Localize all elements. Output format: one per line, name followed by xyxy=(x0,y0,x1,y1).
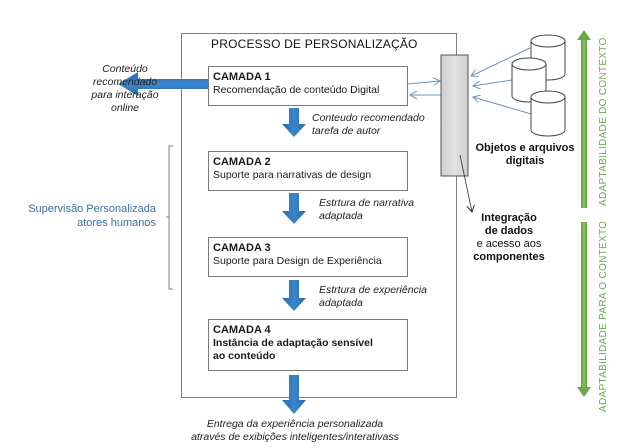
flow-label-3-line2: adaptada xyxy=(319,297,363,309)
left-output-arrow xyxy=(118,72,208,96)
connector-to-bar xyxy=(407,81,440,84)
supervision-label: Supervisão Personalizada atores humanos xyxy=(10,202,156,230)
output-label: Entrega da experiência personalizada atr… xyxy=(180,418,410,444)
flow-label-1-line2: tarefa de autor xyxy=(312,125,381,137)
axis-up-arrow xyxy=(577,30,591,208)
layer-2-title: CAMADA 2 xyxy=(213,156,271,168)
left-output-label: Conteúdo recomendado para interação onli… xyxy=(70,63,180,115)
flow-label-2: Estrtura de narrativa adaptada xyxy=(319,197,414,223)
flow-label-3: Estrtura de experiência adaptada xyxy=(319,284,427,310)
left-output-line2: recomendado xyxy=(92,76,158,88)
left-output-line4: online xyxy=(110,102,140,114)
left-output-line1: Conteúdo xyxy=(102,63,148,75)
database-icon-3 xyxy=(530,90,566,137)
layer-4-title: CAMADA 4 xyxy=(213,324,271,336)
layer-4-desc-line2: ao conteúdo xyxy=(213,350,276,362)
axis-top-label: ADAPTABILIDADE DO CONTEXTO xyxy=(598,37,609,206)
integration-line1: Integração xyxy=(481,212,537,224)
layer-3-desc: Suporte para Design de Experiência xyxy=(213,255,382,267)
output-label-line1: Entrega da experiência personalizada xyxy=(206,418,384,430)
flow-label-3-line1: Estrtura de experiência xyxy=(319,284,427,296)
frame-title: PROCESSO DE PERSONALIZAÇÃO xyxy=(211,37,418,51)
supervision-line1: Supervisão Personalizada xyxy=(28,203,156,215)
layer-1-title: CAMADA 1 xyxy=(213,71,271,83)
flow-arrow-1 xyxy=(282,108,306,137)
supervision-line2: atores humanos xyxy=(77,217,156,229)
layer-2-box: CAMADA 2 Suporte para narrativas de desi… xyxy=(208,151,408,191)
db-connector-3 xyxy=(473,97,532,115)
objects-label: Objetos e arquivos digitais xyxy=(470,142,580,168)
flow-arrow-output xyxy=(282,375,306,414)
layer-1-desc: Recomendação de conteúdo Digital xyxy=(213,84,380,96)
flow-label-1: Conteudo recomendado tarefa de autor xyxy=(312,112,425,138)
objects-line2: digitais xyxy=(505,155,545,167)
db-connector-1 xyxy=(471,47,531,76)
objects-line1: Objetos e arquivos xyxy=(475,142,575,154)
output-label-line2: através de exibições inteligentes/intera… xyxy=(191,431,399,443)
layer-3-title: CAMADA 3 xyxy=(213,242,271,254)
integration-line3: e acesso aos xyxy=(476,238,542,250)
integration-pointer xyxy=(459,154,472,212)
flow-label-2-line2: adaptada xyxy=(319,210,363,222)
layer-2-desc: Suporte para narrativas de design xyxy=(213,169,372,181)
flow-arrow-3 xyxy=(282,280,306,311)
db-connector-2 xyxy=(473,79,513,86)
supervision-bracket xyxy=(166,145,173,290)
left-output-line3: para interação xyxy=(91,89,159,101)
integration-label: Integração de dados e acesso aos compone… xyxy=(464,212,554,264)
axis-bottom-label: ADAPTABILIDADE PARA O CONTEXTO xyxy=(598,220,609,412)
flow-label-1-line1: Conteudo recomendado xyxy=(312,112,425,124)
flow-arrow-2 xyxy=(282,193,306,224)
layer-4-desc-line1: Instância de adaptação sensível xyxy=(213,337,373,349)
layer-3-box: CAMADA 3 Suporte para Design de Experiên… xyxy=(208,237,408,277)
integration-bar xyxy=(440,54,469,177)
layer-1-box: CAMADA 1 Recomendação de conteúdo Digita… xyxy=(208,66,408,106)
layer-4-box: CAMADA 4 Instância de adaptação sensível… xyxy=(208,319,408,371)
flow-label-2-line1: Estrtura de narrativa xyxy=(319,197,415,209)
axis-down-arrow xyxy=(577,222,591,397)
integration-line4: componentes xyxy=(473,251,545,263)
integration-line2: de dados xyxy=(484,225,534,237)
